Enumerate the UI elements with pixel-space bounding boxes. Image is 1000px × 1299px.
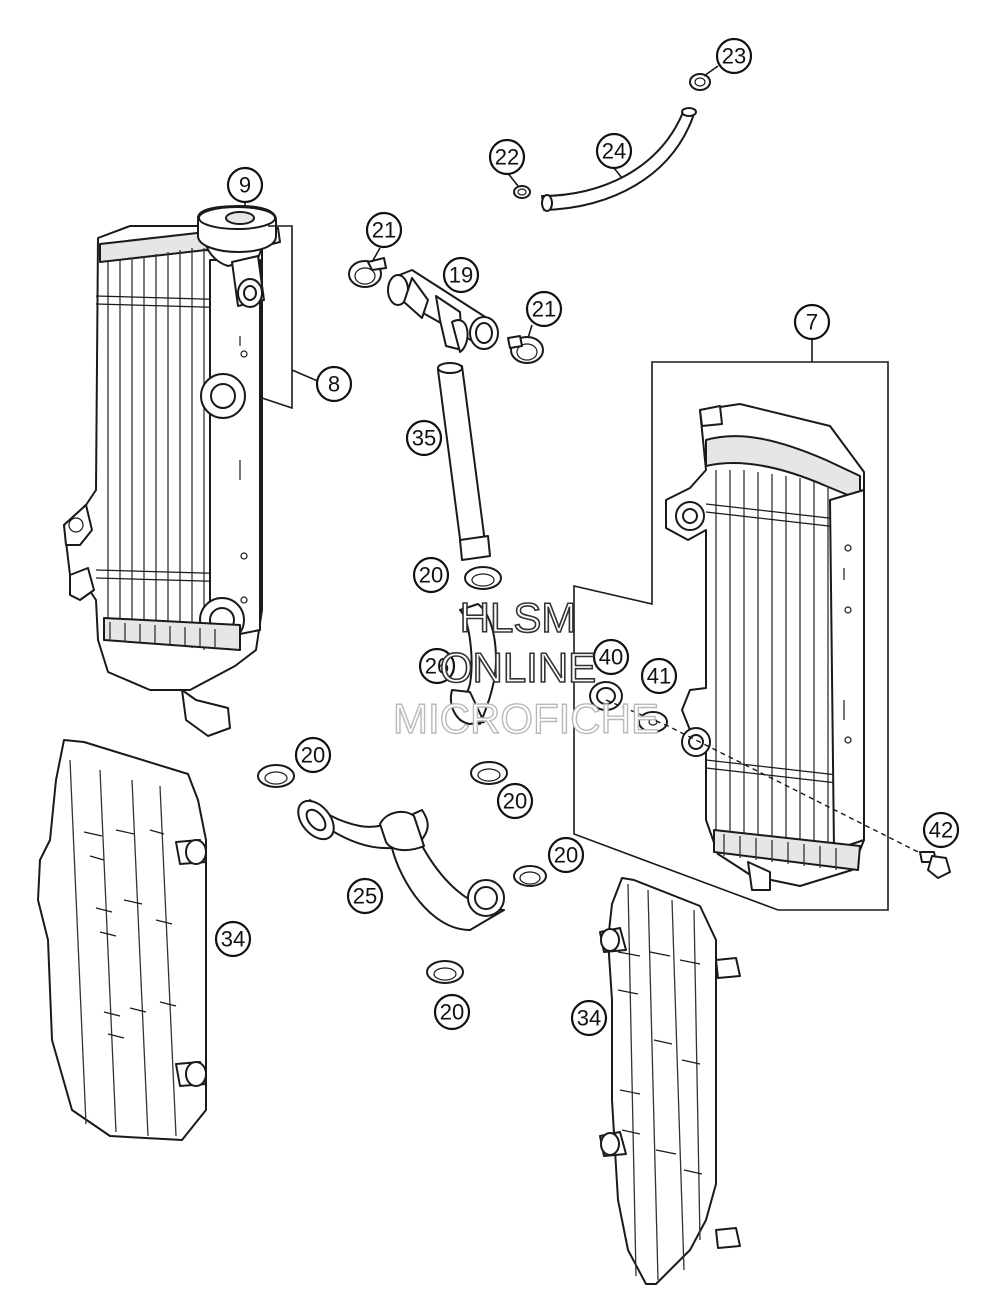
callout-21-upper[interactable]: 21 — [365, 211, 403, 249]
hose-clamp-22 — [513, 185, 531, 199]
svg-text:20: 20 — [554, 843, 578, 868]
svg-text:21: 21 — [532, 297, 556, 322]
callout-42[interactable]: 42 — [922, 811, 960, 849]
callout-9[interactable]: 9 — [226, 166, 264, 204]
left-radiator — [63, 225, 263, 737]
svg-text:9: 9 — [239, 173, 251, 198]
callout-34-left[interactable]: 34 — [214, 920, 252, 958]
callout-20-mid[interactable]: 20 — [496, 782, 534, 820]
svg-text:ONLINE: ONLINE — [440, 644, 596, 691]
hose-clamp-21-upper — [348, 257, 387, 288]
bolt-42 — [919, 851, 951, 879]
hose-clamp-20-left — [257, 764, 295, 788]
svg-text:42: 42 — [929, 818, 953, 843]
bracket-7 — [573, 336, 889, 911]
svg-text:21: 21 — [372, 218, 396, 243]
svg-text:35: 35 — [412, 426, 436, 451]
svg-text:HLSM: HLSM — [460, 594, 577, 641]
leader-21a — [371, 247, 381, 263]
callout-20-top[interactable]: 20 — [412, 556, 450, 594]
callout-21-right[interactable]: 21 — [525, 290, 563, 328]
hose-clamp-20-top — [464, 566, 502, 590]
grommet-40 — [589, 681, 623, 711]
svg-text:8: 8 — [328, 372, 340, 397]
callout-20-right[interactable]: 20 — [547, 836, 585, 874]
radiator-shroud-left — [37, 739, 207, 1141]
svg-text:22: 22 — [495, 145, 519, 170]
vent-hose-24 — [541, 107, 697, 212]
bushing-41 — [638, 711, 668, 733]
hose-clamp-20-right — [513, 865, 547, 887]
svg-text:MICROFICHE: MICROFICHE — [393, 695, 659, 742]
hose-clamp-20-mid — [470, 761, 508, 785]
svg-text:7: 7 — [806, 310, 818, 335]
hose-clamp-23 — [689, 73, 711, 91]
leader-21b — [527, 324, 533, 339]
hose-fitting-19 — [387, 269, 499, 353]
bracket-8 — [261, 225, 321, 410]
svg-text:25: 25 — [353, 884, 377, 909]
callout-20-left[interactable]: 20 — [294, 736, 332, 774]
leader-24 — [613, 167, 623, 179]
coolant-pipe-35 — [437, 362, 491, 561]
callout-34-right[interactable]: 34 — [570, 999, 608, 1037]
svg-text:41: 41 — [647, 664, 671, 689]
svg-text:20: 20 — [301, 743, 325, 768]
svg-text:34: 34 — [577, 1006, 601, 1031]
svg-text:20: 20 — [419, 563, 443, 588]
svg-text:20: 20 — [440, 1000, 464, 1025]
callout-8[interactable]: 8 — [315, 365, 353, 403]
svg-text:23: 23 — [722, 44, 746, 69]
svg-text:24: 24 — [602, 139, 626, 164]
svg-text:26: 26 — [425, 654, 449, 679]
callout-41[interactable]: 41 — [640, 657, 678, 695]
callout-7[interactable]: 7 — [793, 303, 831, 341]
callout-22[interactable]: 22 — [488, 138, 526, 176]
callout-25[interactable]: 25 — [346, 877, 384, 915]
callout-35[interactable]: 35 — [405, 419, 443, 457]
watermark: HLSM ONLINE MICROFICHE — [392, 593, 659, 743]
svg-text:40: 40 — [599, 645, 623, 670]
callout-19[interactable]: 19 — [442, 256, 480, 294]
mount-axis — [605, 699, 931, 859]
svg-text:19: 19 — [449, 263, 473, 288]
leader-23 — [703, 65, 719, 77]
callout-24[interactable]: 24 — [595, 132, 633, 170]
radiator-cap — [197, 205, 277, 253]
hose-clamp-21-right — [507, 335, 544, 364]
svg-text:20: 20 — [503, 789, 527, 814]
callout-26[interactable]: 26 — [418, 647, 456, 685]
hose-clamp-20-bottom — [426, 960, 464, 984]
callout-23[interactable]: 23 — [715, 37, 753, 75]
svg-text:34: 34 — [221, 927, 245, 952]
coolant-hose-26 — [450, 603, 497, 725]
callout-40[interactable]: 40 — [592, 638, 630, 676]
right-radiator — [665, 403, 865, 891]
radiator-shroud-right — [599, 877, 741, 1285]
coolant-hose-25 — [297, 799, 505, 931]
callout-20-bottom[interactable]: 20 — [433, 993, 471, 1031]
